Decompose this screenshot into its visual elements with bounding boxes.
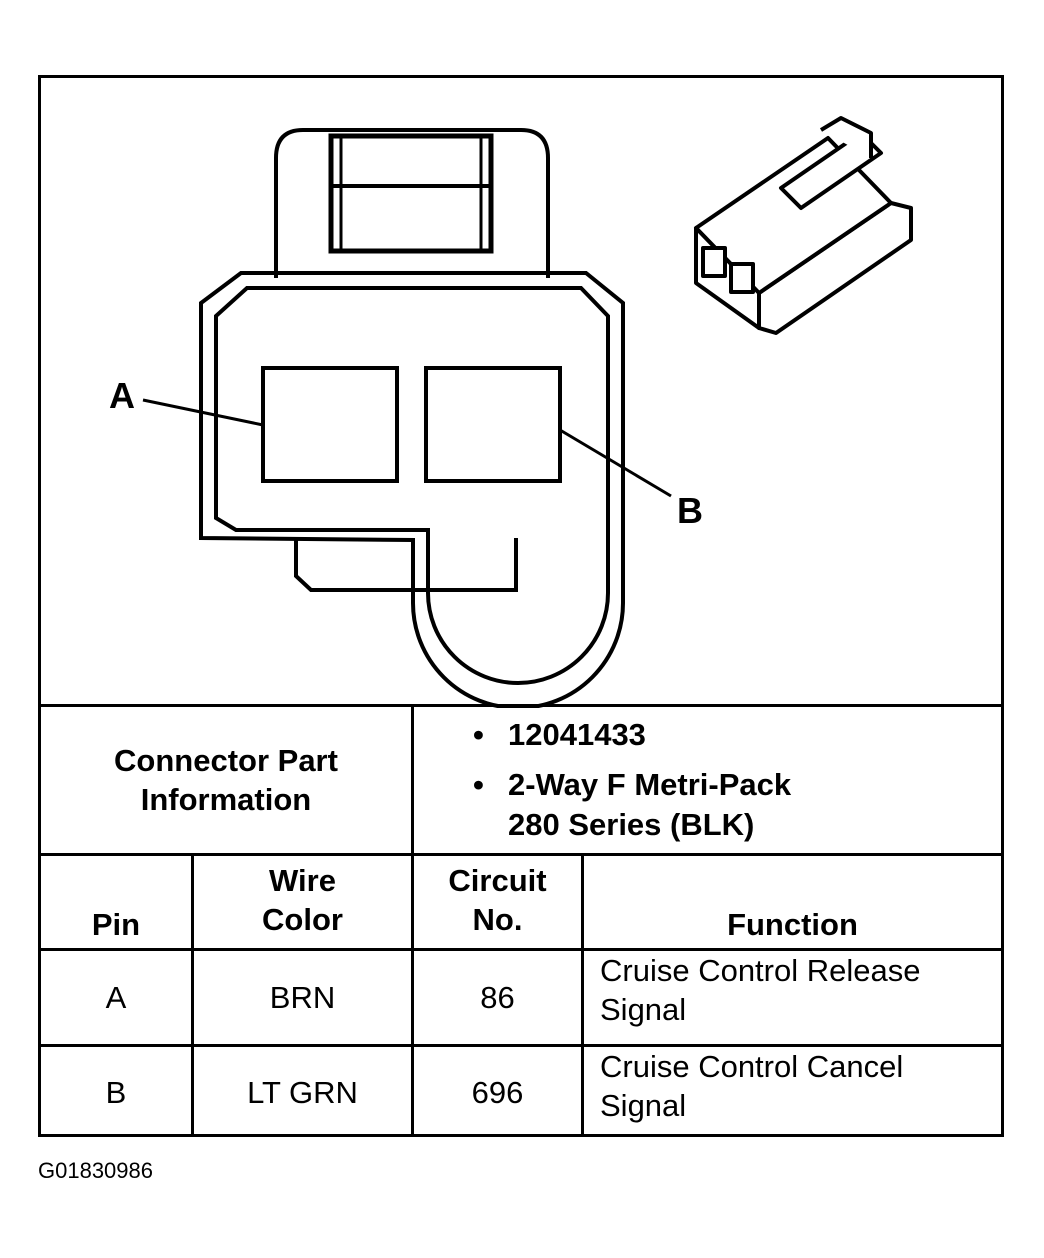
header-pin: Pin [91,907,141,942]
rule-col-3 [581,853,584,1137]
connector-diagram: A B [109,116,913,708]
rule-header-bottom [41,948,1001,951]
diagram-frame: A B Connector Part Information •12041433… [38,75,1004,1137]
part-info-label: Connector Part Information [41,707,411,853]
row-b-circuit: 696 [471,1074,524,1110]
pin-a-label: A [109,375,135,416]
figure-code: G01830986 [38,1158,153,1183]
leader-line-b [559,428,672,498]
connector-body [199,271,625,708]
rule-row-divider [41,1044,1001,1047]
cavity-a [261,366,399,483]
cavity-b [424,366,562,483]
part-info-label-line2: Information [140,782,312,817]
header-function: Function [727,907,858,942]
row-a-wire-color: BRN [269,980,336,1015]
part-info-label-line1: Connector Part [114,743,338,778]
row-a-circuit: 86 [480,980,515,1015]
connector-iso-icon [694,116,913,335]
row-a-pin: A [105,980,127,1015]
rule-col-2 [411,853,414,1137]
rule-part-divider [411,704,414,854]
rule-header-top [41,853,1001,856]
rule-part-top [41,704,1001,707]
part-info-item: •12041433 [473,717,646,752]
rule-col-1 [191,853,194,1137]
pin-b-label: B [677,490,703,531]
connector-latch [274,128,550,278]
row-b-wire-color: LT GRN [247,1074,358,1110]
row-b-pin: B [105,1074,127,1110]
leader-line-a [142,398,264,427]
